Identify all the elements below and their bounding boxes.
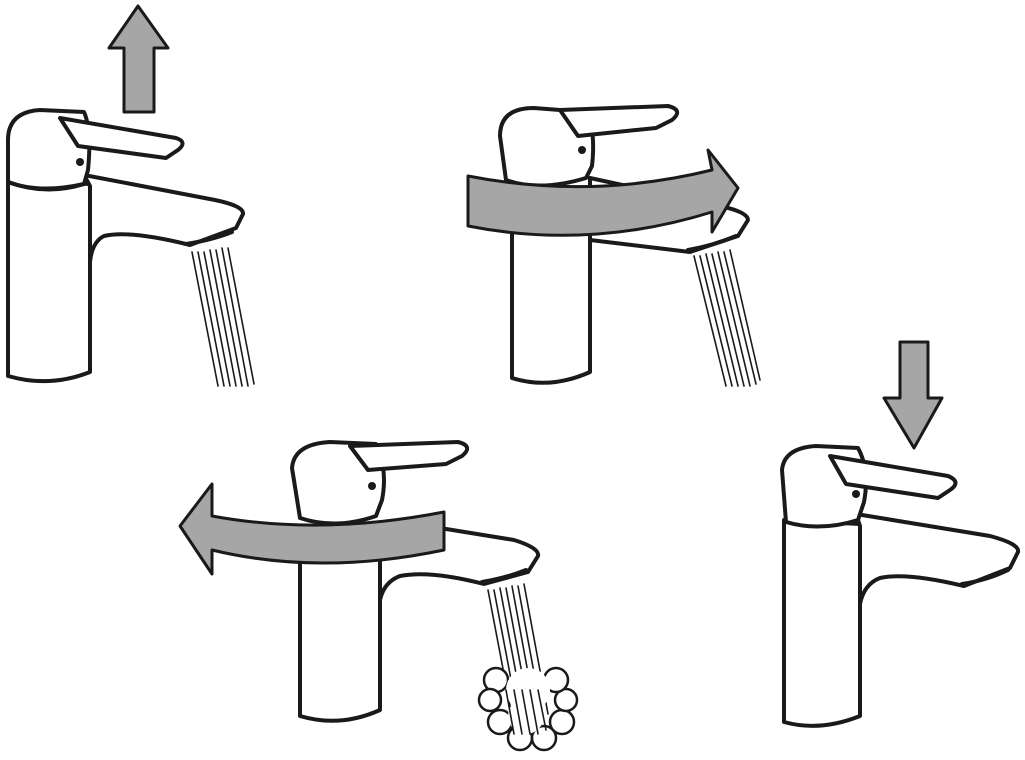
step-open-lift: [8, 6, 254, 386]
step-close-push: [782, 342, 1018, 726]
water-stream: [694, 250, 760, 386]
faucet: [784, 514, 1018, 726]
step-rotate-left: [180, 442, 577, 750]
step-rotate-right: [468, 106, 760, 386]
water-stream: [192, 248, 254, 386]
faucet: [8, 175, 243, 381]
down-arrow: [884, 342, 942, 448]
up-arrow: [109, 6, 168, 112]
lever: [500, 106, 677, 186]
steam-cloud: [479, 668, 577, 750]
